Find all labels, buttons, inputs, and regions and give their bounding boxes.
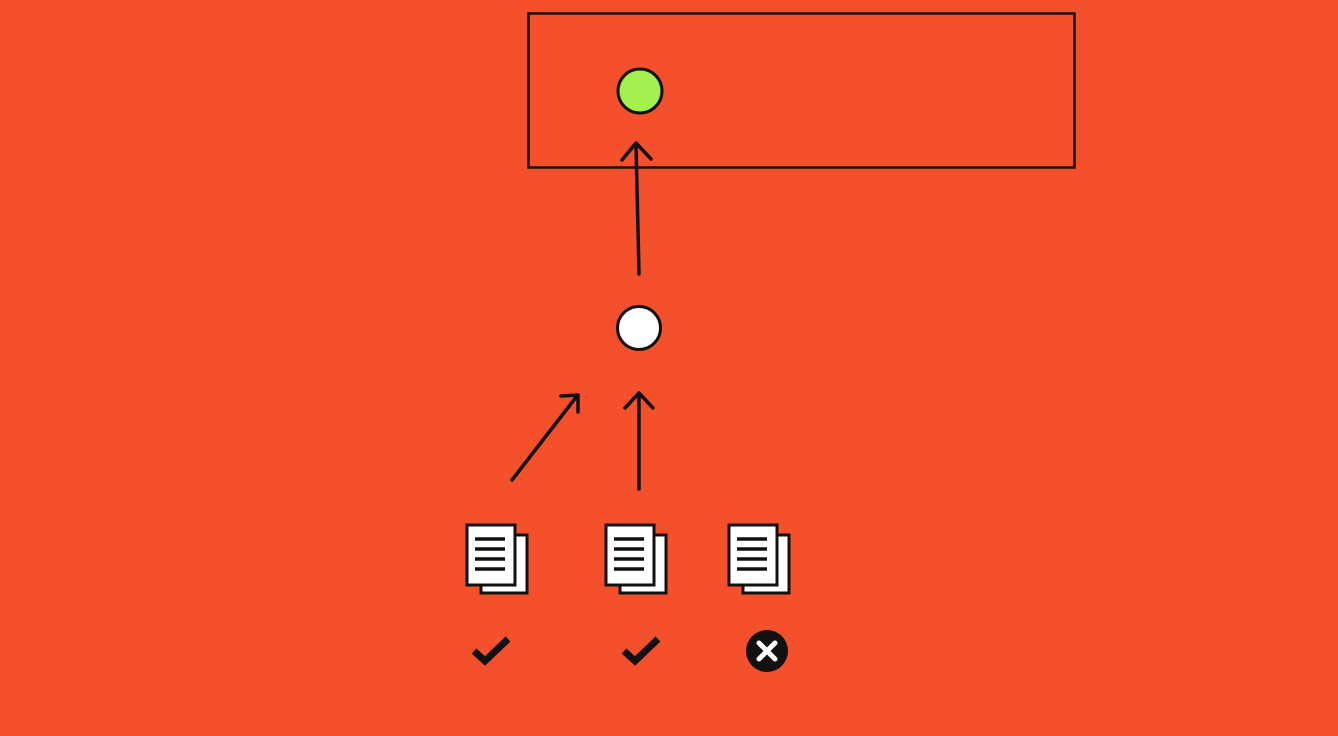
arrow-doc1-to-node bbox=[510, 393, 580, 482]
arrow-to-target bbox=[620, 141, 653, 276]
x-circle-icon bbox=[746, 630, 788, 672]
document-stack-icon bbox=[727, 523, 791, 595]
intermediate-node bbox=[616, 305, 662, 351]
document-stack-icon bbox=[465, 523, 529, 595]
document-stack-icon bbox=[604, 523, 668, 595]
target-node bbox=[616, 67, 664, 115]
arrow-doc2-to-node bbox=[623, 391, 655, 491]
target-container-box bbox=[527, 12, 1076, 169]
